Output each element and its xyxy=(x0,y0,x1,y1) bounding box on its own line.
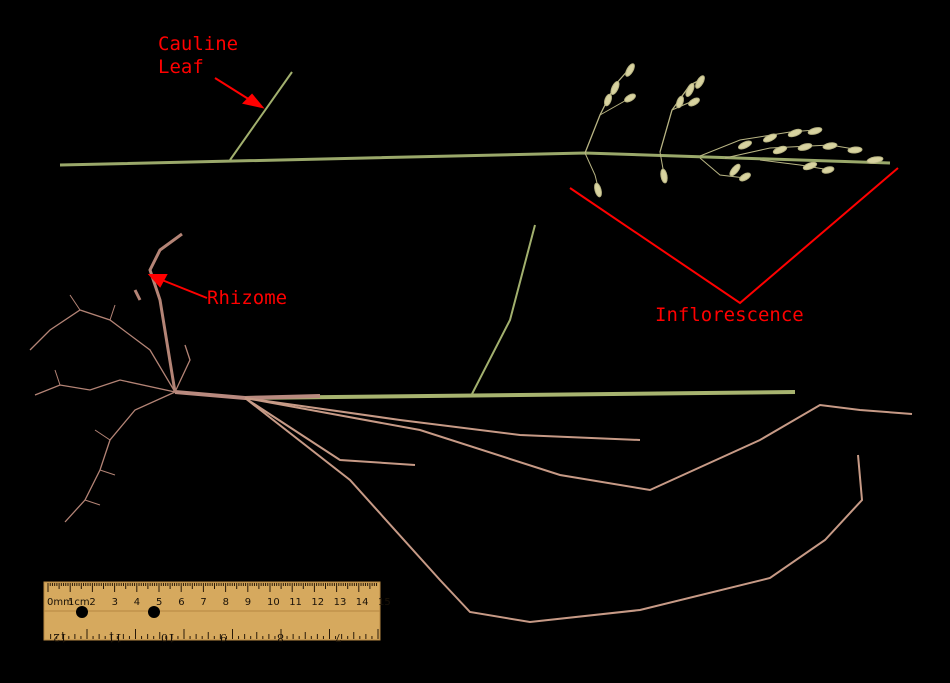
ruler-cm-label: 2 xyxy=(89,597,95,608)
ruler-inch-label: 10 xyxy=(161,631,175,644)
ruler-cm-label: 12 xyxy=(311,597,324,608)
ruler-hole-right xyxy=(148,606,160,618)
inflorescence-bracket xyxy=(569,167,899,305)
ruler-cm-label: 13 xyxy=(334,597,347,608)
cauline-arrow-head xyxy=(242,93,265,109)
rhizome-label: Rhizome xyxy=(207,287,287,309)
rhizome-arrow-head xyxy=(147,274,168,288)
ruler-cm-label: 6 xyxy=(178,597,184,608)
rhizome-arrow-line xyxy=(161,279,208,299)
inflorescence-panicle xyxy=(584,63,884,198)
ruler-cm-label: 3 xyxy=(112,597,118,608)
ruler-cm-label: 15 xyxy=(378,597,391,608)
basal-leaf-blade xyxy=(471,224,536,395)
annotation-pointers xyxy=(147,77,899,305)
cauline-arrow-line xyxy=(214,77,251,101)
cauline-label-line1: Cauline xyxy=(158,33,238,55)
ruler-cm-label: 14 xyxy=(356,597,369,608)
ruler-cm-label: 4 xyxy=(134,597,140,608)
ruler-cm-label: 10 xyxy=(267,597,280,608)
ruler-inch-label: 8 xyxy=(277,631,284,644)
ruler: 0mm 1cm 2 3 4 5 6 7 8 9 10 11 12 13 14 15 12 11 10 9 8 7 xyxy=(43,581,391,644)
ruler-cm-label: 9 xyxy=(245,597,251,608)
ruler-inch-label: 12 xyxy=(53,631,67,644)
ruler-cm-label: 11 xyxy=(289,597,302,608)
cauline-leaf-blade xyxy=(229,71,293,161)
inflorescence-label: Inflorescence xyxy=(655,304,804,326)
ruler-cm-label: 7 xyxy=(200,597,206,608)
ruler-cm-label: 5 xyxy=(156,597,162,608)
rhizome-stem xyxy=(148,232,183,393)
ruler-cm-label: 8 xyxy=(223,597,229,608)
ruler-hole-left xyxy=(76,606,88,618)
ruler-inch-label: 7 xyxy=(335,631,342,644)
lower-plant xyxy=(29,224,913,624)
ruler-unit-mm: 0mm xyxy=(47,597,73,608)
ruler-inch-label: 9 xyxy=(220,631,227,644)
cauline-label-line2: Leaf xyxy=(158,56,204,78)
ruler-unit-cm: 1cm xyxy=(68,597,90,608)
ruler-inch-label: 11 xyxy=(108,631,122,644)
